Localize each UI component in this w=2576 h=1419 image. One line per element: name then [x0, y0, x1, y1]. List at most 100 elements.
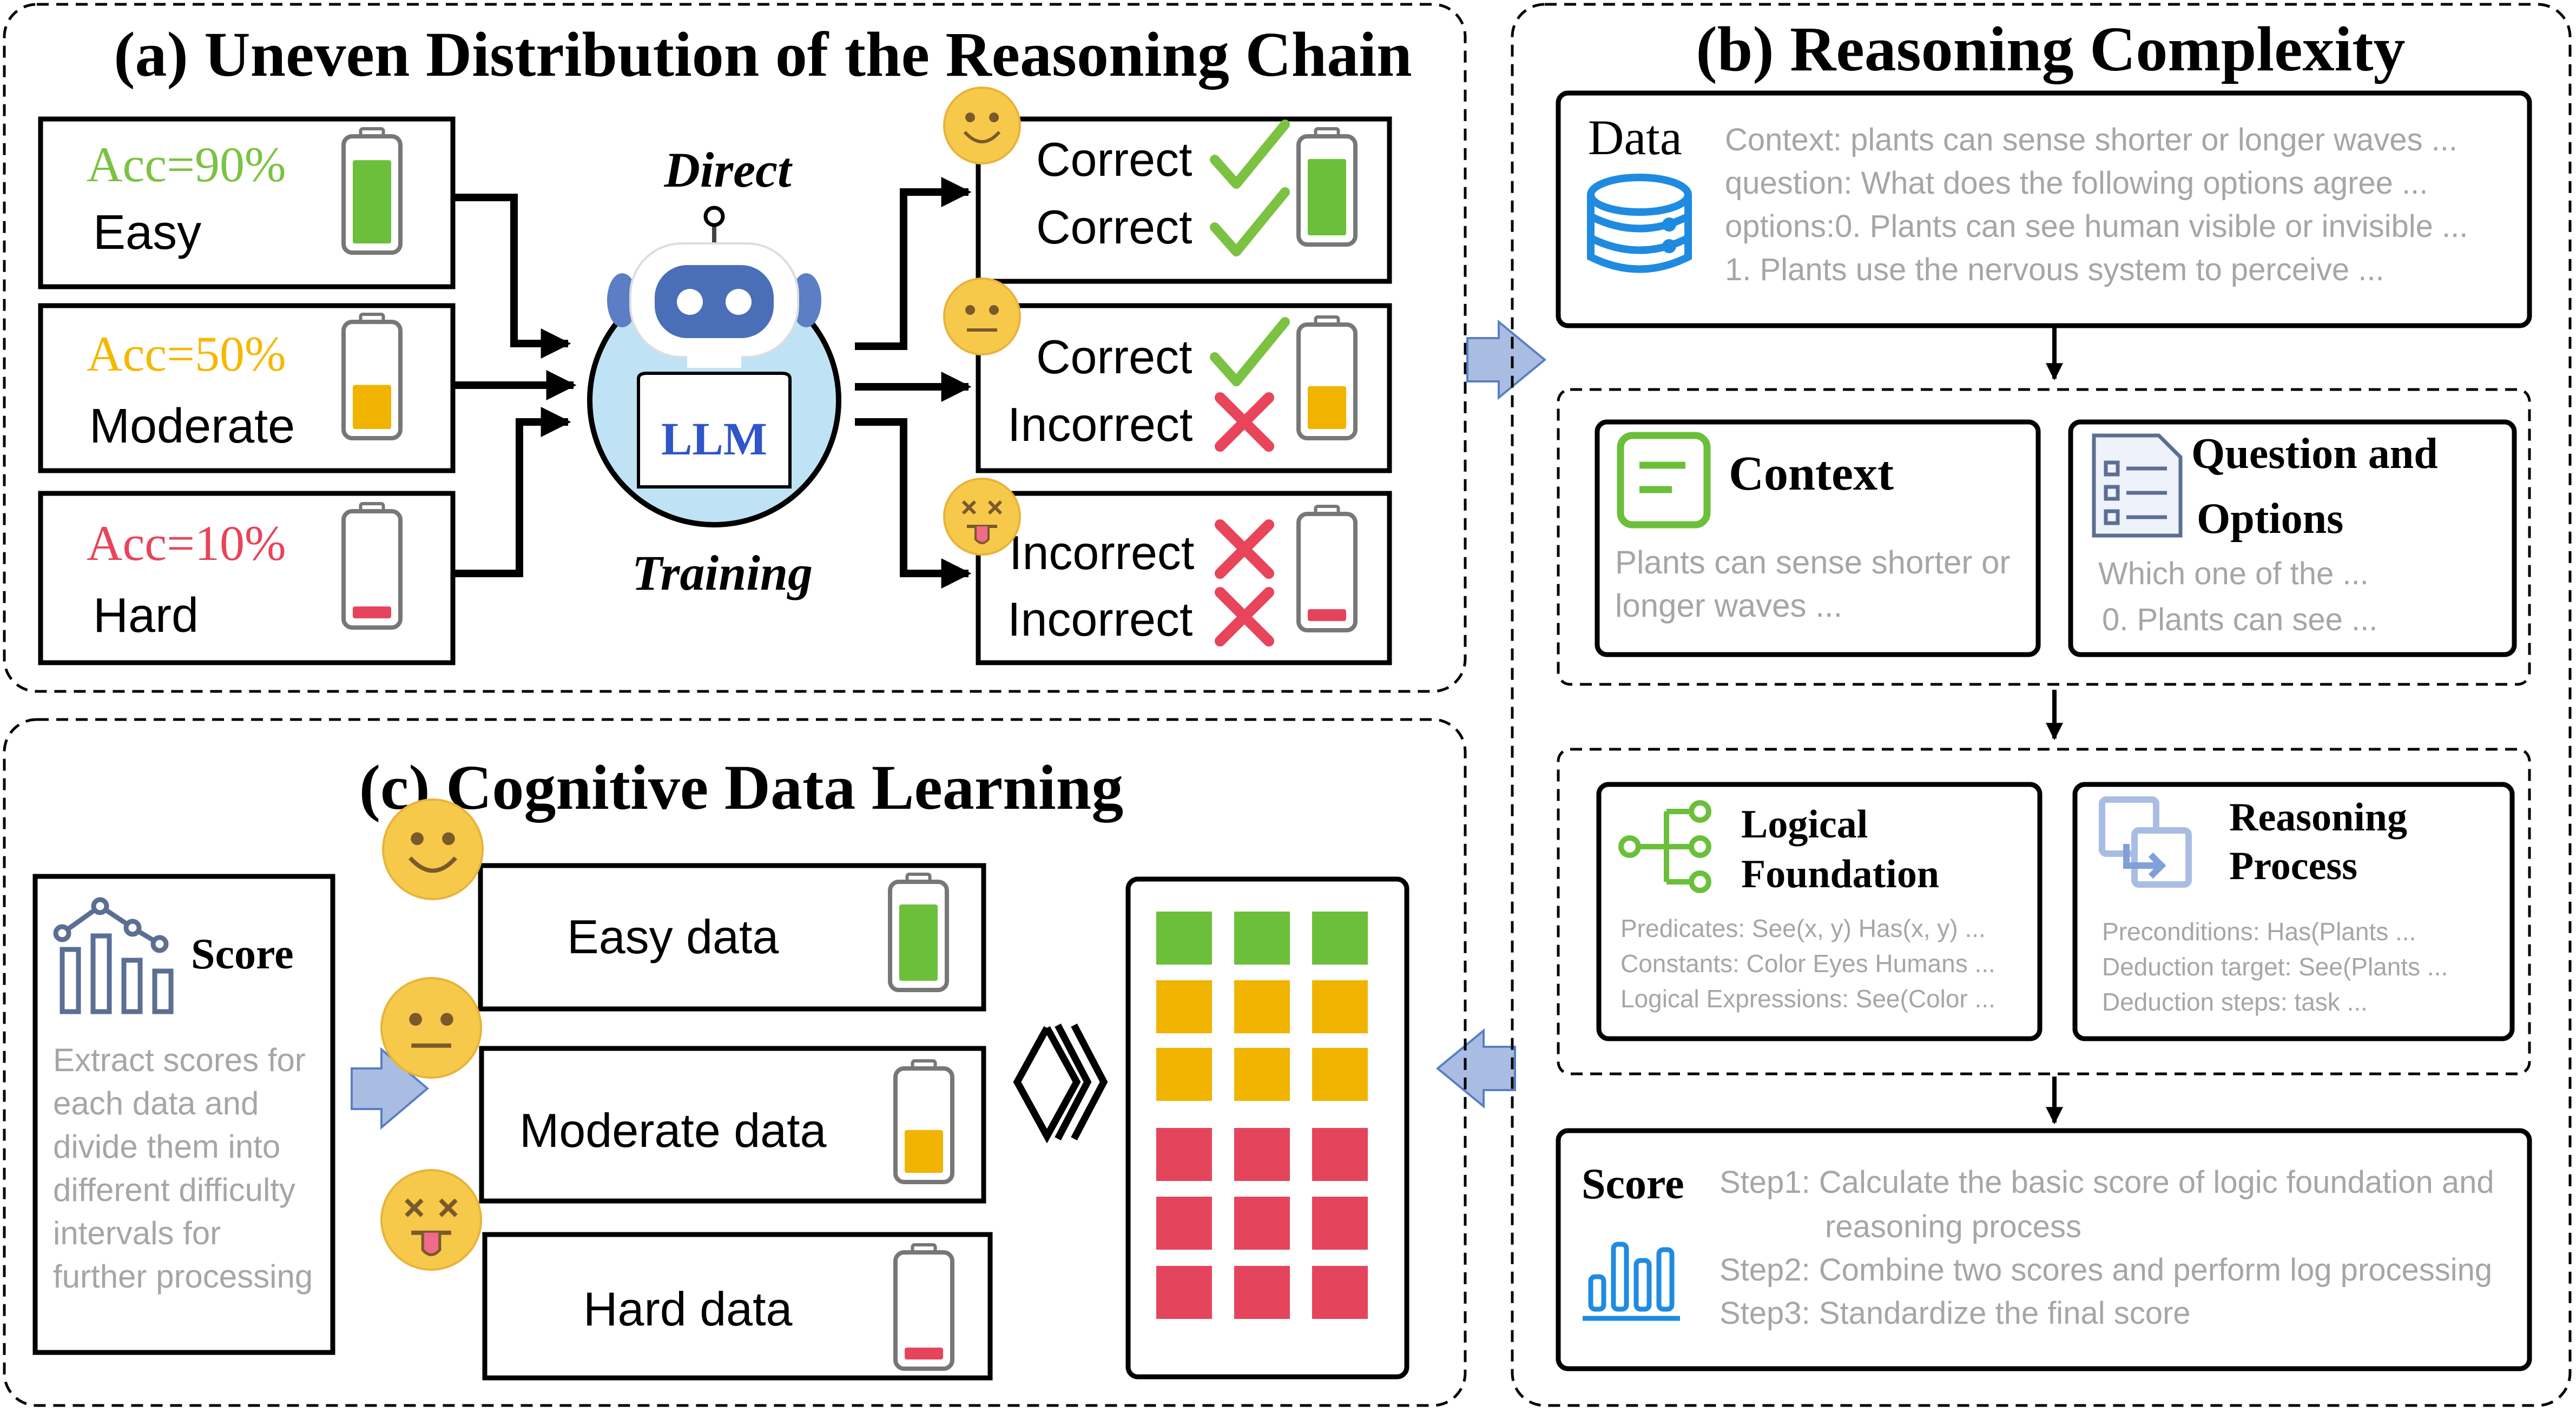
- grid-cell: [1156, 1266, 1212, 1319]
- smile-face-icon: [943, 87, 1021, 164]
- grid-cell: [1312, 1197, 1368, 1250]
- logical-title: Logical: [1741, 802, 1868, 847]
- panel-b-title: (b) Reasoning Complexity: [1696, 14, 2405, 84]
- acc-label-moderate: Acc=50%: [87, 326, 286, 381]
- score-desc-line: divide them into: [53, 1128, 280, 1165]
- score-desc-line: Extract scores for: [53, 1042, 306, 1078]
- score-label: Score: [1582, 1160, 1684, 1208]
- level-label-hard: Hard: [93, 589, 199, 643]
- input-box-moderate: Acc=50% Moderate: [38, 303, 456, 473]
- battery-icon: [341, 127, 403, 255]
- arrow-a-to-b: [1466, 319, 1547, 400]
- reasoning-title: Reasoning: [2229, 795, 2407, 840]
- output-line: Incorrect: [1007, 592, 1193, 646]
- question-box: Question and Options Which one of the ..…: [2068, 419, 2517, 657]
- battery-level: [353, 606, 391, 618]
- battery-icon: [888, 873, 949, 992]
- battery-icon: [893, 1243, 954, 1371]
- logical-foundation-box: Logical Foundation Predicates: See(x, y)…: [1596, 782, 2043, 1041]
- score-step: reasoning process: [1825, 1209, 2081, 1244]
- grid-cell: [1156, 912, 1212, 965]
- context-line: Plants can sense shorter or: [1615, 544, 2010, 580]
- llm-label: LLM: [661, 413, 767, 465]
- grid-cell: [1156, 1128, 1212, 1181]
- checklist-icon: [2092, 433, 2183, 538]
- panel-b-border: [1511, 3, 2572, 1407]
- reasoning-line: Deduction target: See(Plants ...: [2102, 953, 2448, 981]
- battery-level: [905, 1130, 943, 1173]
- score-desc-line: different difficulty: [53, 1172, 295, 1208]
- battery-icon: [893, 1059, 954, 1184]
- output-box-2: Correct Incorrect: [976, 303, 1392, 473]
- acc-label-hard: Acc=10%: [87, 516, 286, 571]
- grid-cell: [1312, 980, 1368, 1033]
- output-line: Incorrect: [1009, 526, 1194, 579]
- dizzy-face-icon: [380, 1169, 482, 1271]
- database-icon: [1587, 174, 1692, 273]
- panel-c: (c) Cognitive Data Learning Score Extrac…: [3, 718, 1467, 1407]
- grid-cell: [1156, 1197, 1212, 1250]
- difficulty-grid: [1125, 876, 1409, 1380]
- cross-icon: [1215, 587, 1274, 646]
- check-icon: [1210, 317, 1290, 386]
- line-chart-icon: [53, 897, 174, 1014]
- grid-cell: [1156, 980, 1212, 1033]
- panel-a-border: [3, 3, 1467, 693]
- smile-face-icon: [382, 798, 484, 900]
- chevrons-icon: [1013, 1023, 1108, 1144]
- level-label: Easy data: [567, 910, 779, 963]
- input-arrows: [453, 194, 577, 577]
- battery-level: [1308, 159, 1346, 235]
- data-label: Data: [1588, 110, 1682, 165]
- logical-line: Constants: Color Eyes Humans ...: [1620, 949, 1995, 978]
- output-box-3: Incorrect Incorrect: [976, 491, 1392, 665]
- question-title: Options: [2197, 495, 2343, 543]
- direct-label: Direct: [663, 142, 792, 197]
- battery-level: [899, 904, 938, 981]
- acc-label-easy: Acc=90%: [87, 137, 286, 192]
- battery-level: [905, 1348, 943, 1359]
- score-box: Score Step1: Calculate the basic score o…: [1556, 1128, 2532, 1371]
- level-label: Hard data: [583, 1282, 793, 1336]
- context-line: longer waves ...: [1615, 588, 1842, 624]
- context-title: Context: [1729, 447, 1894, 500]
- question-line: Which one of the ...: [2098, 556, 2369, 591]
- logical-line: Predicates: See(x, y) Has(x, y) ...: [1620, 914, 1986, 942]
- logic-group-border: [1557, 748, 2531, 1075]
- bar-chart-icon: [1583, 1242, 1680, 1321]
- grid-cell: [1234, 980, 1290, 1033]
- battery-level: [1308, 609, 1346, 621]
- tree-icon: [1618, 800, 1711, 893]
- grid-cell: [1234, 1128, 1290, 1181]
- input-box-easy: Acc=90% Easy: [38, 116, 456, 289]
- reasoning-process-box: Reasoning Process Preconditions: Has(Pla…: [2072, 782, 2515, 1041]
- level-label: Moderate data: [519, 1104, 827, 1157]
- question-title: Question and: [2191, 430, 2438, 478]
- cross-icon: [1215, 392, 1274, 452]
- context-box: Context Plants can sense shorter or long…: [1595, 419, 2041, 657]
- easy-data-box: Easy data: [478, 863, 986, 1012]
- battery-level: [353, 160, 391, 243]
- data-box: Data Context: plants can sense shorter o…: [1556, 90, 2532, 328]
- grid-cell: [1234, 1266, 1290, 1319]
- logical-line: Logical Expressions: See(Color ...: [1620, 985, 1995, 1013]
- output-line: Correct: [1036, 200, 1193, 254]
- reasoning-line: Preconditions: Has(Plants ...: [2102, 918, 2416, 946]
- output-line: Incorrect: [1007, 398, 1193, 451]
- battery-level: [353, 385, 391, 429]
- arrow-b-to-c: [1435, 1028, 1516, 1109]
- panel-b: (b) Reasoning Complexity Data Context: p…: [1511, 3, 2572, 1407]
- check-icon: [1210, 187, 1290, 256]
- document-icon: [1617, 432, 1711, 529]
- reasoning-title: Process: [2229, 844, 2357, 888]
- panel-c-border: [3, 718, 1467, 1407]
- score-desc-line: intervals for: [53, 1215, 221, 1251]
- grid-cell: [1234, 1048, 1290, 1101]
- grid-cell: [1156, 1048, 1212, 1101]
- check-icon: [1210, 120, 1290, 189]
- data-line: question: What does the following option…: [1725, 166, 2428, 201]
- logical-title: Foundation: [1741, 852, 1939, 896]
- grid-cell: [1312, 1048, 1368, 1101]
- arrow-score-to-data: [351, 1047, 430, 1130]
